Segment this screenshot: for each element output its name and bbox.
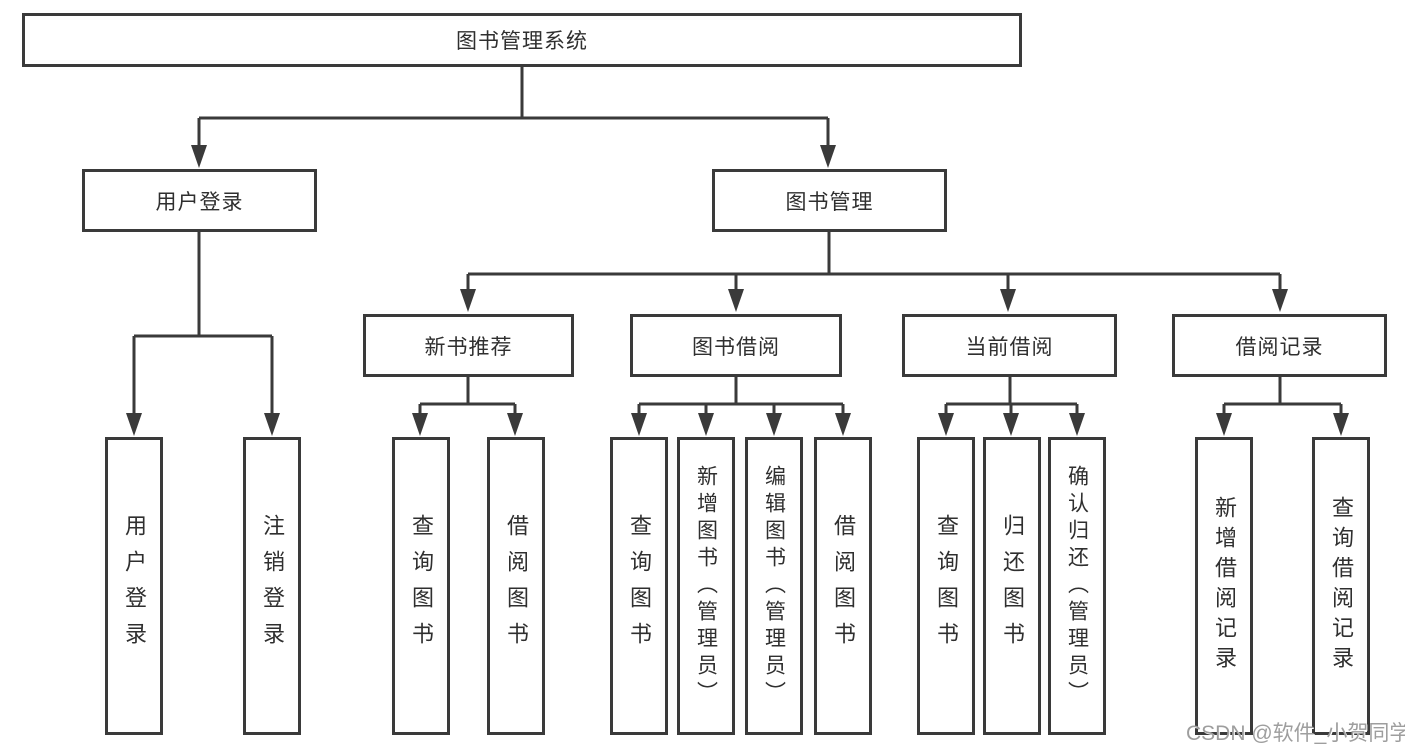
arrowhead: [938, 413, 954, 436]
leaf-return-books: 归还图书: [983, 437, 1041, 735]
arrowhead: [1000, 289, 1016, 312]
arrowheads: [126, 145, 1349, 436]
leaf-user-login-label: 用户登录: [122, 514, 147, 658]
leaf-logout: 注销登录: [243, 437, 301, 735]
connector-current-to-leaves: [944, 377, 1079, 414]
connector-borrow-to-leaves: [637, 377, 845, 414]
arrowhead: [1333, 413, 1349, 436]
arrowhead: [191, 145, 207, 168]
leaf-current-query-books-label: 查询图书: [934, 514, 959, 658]
connector-newbook-to-leaves: [418, 377, 517, 414]
connector-bookmgmt-to-level3: [466, 232, 1282, 290]
leaf-logout-label: 注销登录: [260, 514, 285, 658]
leaf-confirm-return-admin: 确认归还（管理员）: [1048, 437, 1106, 735]
arrowhead: [507, 413, 523, 436]
leaf-newbook-query-books: 查询图书: [392, 437, 450, 735]
leaf-add-books-admin-label: 新增图书（管理员）: [694, 464, 718, 708]
leaf-newbook-query-books-label: 查询图书: [409, 514, 434, 658]
leaf-borrow-query-books-label: 查询图书: [627, 514, 652, 658]
arrowhead: [1003, 413, 1019, 436]
connector-userlogin-to-leaves: [132, 232, 274, 414]
leaf-user-login: 用户登录: [105, 437, 163, 735]
leaf-borrow-query-books: 查询图书: [610, 437, 668, 735]
arrowhead: [412, 413, 428, 436]
arrowhead: [460, 289, 476, 312]
leaf-add-books-admin: 新增图书（管理员）: [677, 437, 735, 735]
leaf-query-borrow-record-label: 查询借阅记录: [1329, 496, 1354, 676]
node-borrow-records: 借阅记录: [1172, 314, 1387, 377]
leaf-add-borrow-record-label: 新增借阅记录: [1212, 496, 1237, 676]
node-borrow-records-label: 借阅记录: [1235, 335, 1324, 359]
csdn-watermark: CSDN @软件_小贺同学: [1186, 722, 1405, 745]
arrowhead: [728, 289, 744, 312]
arrowhead: [1216, 413, 1232, 436]
node-book-management: 图书管理: [712, 169, 947, 232]
leaf-confirm-return-admin-label: 确认归还（管理员）: [1065, 464, 1089, 708]
leaf-edit-books-admin-label: 编辑图书（管理员）: [762, 464, 786, 708]
node-book-borrow: 图书借阅: [630, 314, 842, 377]
node-root: 图书管理系统: [22, 13, 1022, 67]
arrowhead: [835, 413, 851, 436]
node-user-login-label: 用户登录: [155, 190, 244, 214]
node-new-book-recommend: 新书推荐: [363, 314, 574, 377]
arrowhead: [766, 413, 782, 436]
leaf-newbook-borrow-books-label: 借阅图书: [504, 514, 529, 658]
leaf-borrow-books: 借阅图书: [814, 437, 872, 735]
arrowhead: [698, 413, 714, 436]
leaf-borrow-books-label: 借阅图书: [831, 514, 856, 658]
leaf-add-borrow-record: 新增借阅记录: [1195, 437, 1253, 735]
node-book-borrow-label: 图书借阅: [692, 335, 780, 359]
leaf-query-borrow-record: 查询借阅记录: [1312, 437, 1370, 735]
leaf-newbook-borrow-books: 借阅图书: [487, 437, 545, 735]
leaf-return-books-label: 归还图书: [1000, 514, 1025, 658]
leaf-current-query-books: 查询图书: [917, 437, 975, 735]
leaf-edit-books-admin: 编辑图书（管理员）: [745, 437, 803, 735]
node-new-book-recommend-label: 新书推荐: [424, 335, 513, 359]
arrowhead: [1272, 289, 1288, 312]
connector-records-to-leaves: [1222, 377, 1343, 414]
connector-root-to-level2: [197, 67, 830, 146]
arrowhead: [1069, 413, 1085, 436]
arrowhead: [264, 413, 280, 436]
node-current-borrow: 当前借阅: [902, 314, 1117, 377]
arrowhead: [820, 145, 836, 168]
node-book-management-label: 图书管理: [785, 190, 874, 214]
node-root-label: 图书管理系统: [456, 30, 588, 53]
node-user-login: 用户登录: [82, 169, 317, 232]
arrowhead: [631, 413, 647, 436]
node-current-borrow-label: 当前借阅: [965, 335, 1054, 359]
arrowhead: [126, 413, 142, 436]
